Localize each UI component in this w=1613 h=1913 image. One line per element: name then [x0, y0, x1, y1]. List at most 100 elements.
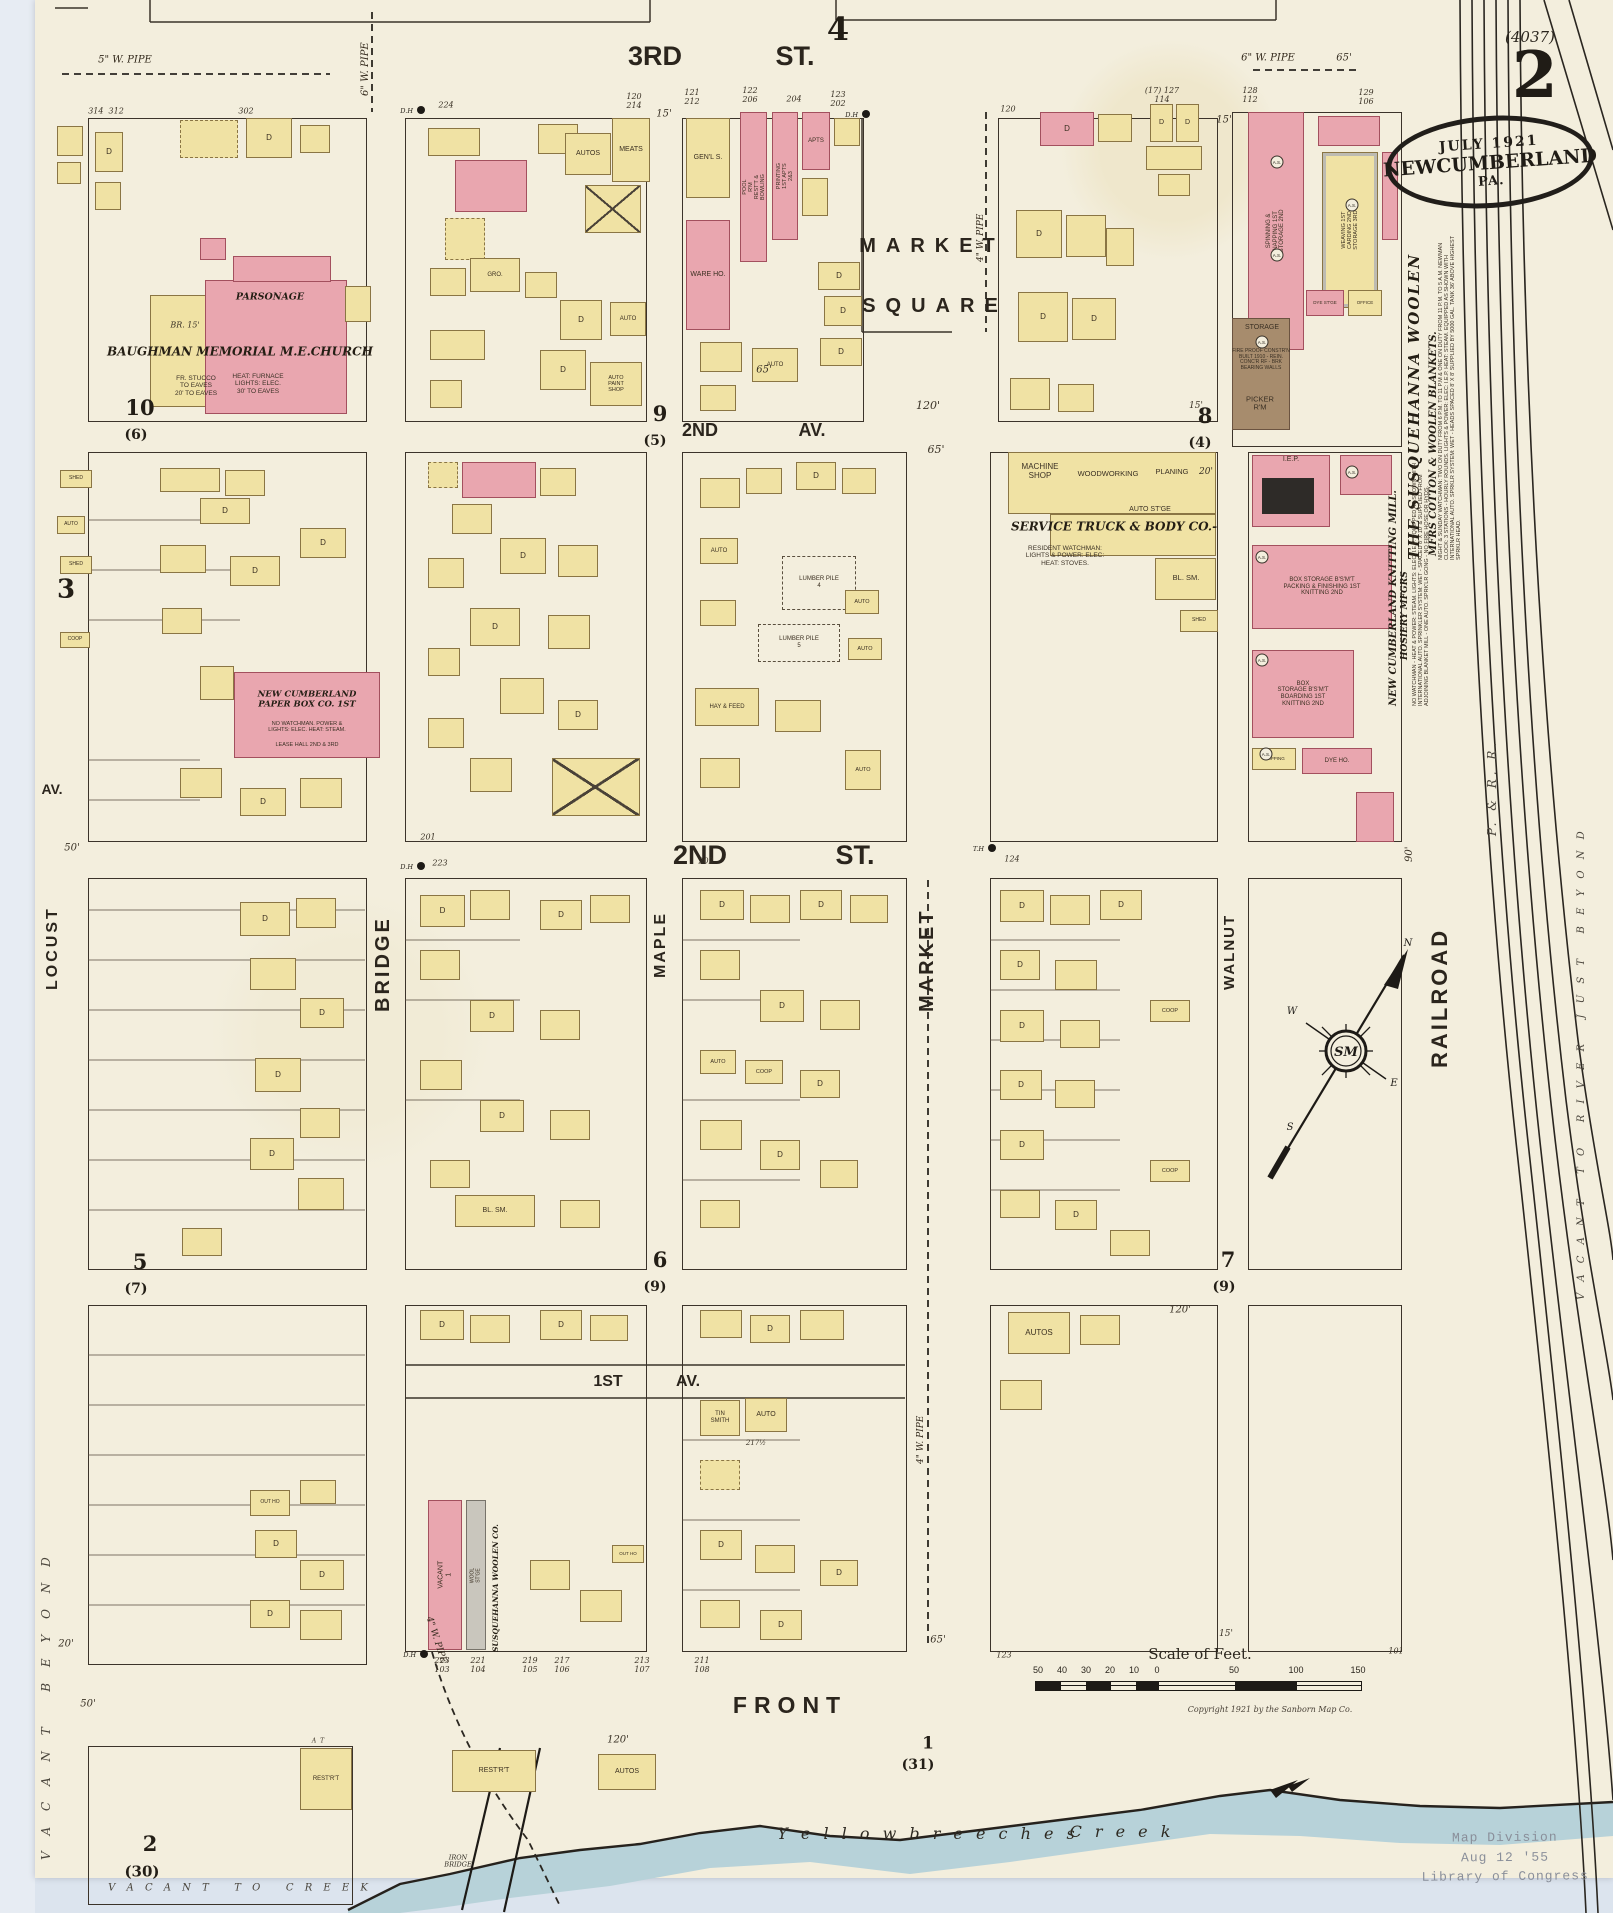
scale-tick-label: 10 — [1128, 1665, 1140, 1675]
building-d: D — [760, 1140, 800, 1170]
building — [558, 545, 598, 577]
building — [445, 218, 485, 260]
building — [420, 950, 460, 980]
building — [428, 648, 460, 676]
building — [1232, 318, 1290, 430]
building-d: D — [540, 900, 582, 930]
railroad-track — [1495, 0, 1613, 1561]
building-d: D — [558, 700, 598, 730]
building — [470, 758, 512, 792]
building — [590, 1315, 628, 1341]
building-d: D — [824, 296, 862, 326]
building — [300, 1610, 342, 1640]
building — [430, 330, 485, 360]
building — [585, 185, 641, 233]
building-label: D — [836, 270, 842, 280]
building-label: WEAVING 1ST CARDING 2ND STORAGE 3RD — [1340, 210, 1360, 250]
building-d: D — [700, 1530, 742, 1560]
building-d: D — [820, 1560, 858, 1586]
note-label: AUTO ST'GE — [1129, 506, 1171, 514]
building-label: D — [1064, 123, 1070, 133]
building-label: D — [262, 913, 268, 923]
building-label: BOX STORAGE B'S'M'T BOARDING 1ST KNITTIN… — [1277, 680, 1329, 707]
city-block-outline — [88, 1305, 367, 1665]
building-label: REST'R'T — [478, 1767, 510, 1775]
building-label: DYE HO. — [1324, 757, 1350, 764]
building-d: D — [300, 528, 346, 558]
address-label: 211 108 — [694, 1656, 710, 1674]
address-label: 217½ — [745, 1439, 767, 1448]
building-label: D — [106, 146, 112, 156]
building-d: D — [300, 998, 344, 1028]
creek-flow-arrow — [1288, 1778, 1310, 1792]
building-d: D — [230, 556, 280, 586]
building-d: D — [700, 890, 744, 920]
building-d: D — [240, 788, 286, 816]
building — [430, 1160, 470, 1188]
building-d: D — [750, 1315, 790, 1343]
city-block-outline — [990, 878, 1218, 1270]
building — [700, 342, 742, 372]
title-oval: JULY 1921 NEWCUMBERLAND PA. — [1382, 108, 1598, 216]
building-label: OUT HO — [260, 1499, 280, 1506]
building-shed: SHED — [60, 470, 92, 488]
building-label: D — [489, 1010, 495, 1020]
building-label: D — [269, 1148, 275, 1158]
building-label: D — [1019, 1020, 1025, 1030]
city-block-outline — [88, 878, 367, 1270]
note-label: RESIDENT WATCHMAN: LIGHTS & POWER: ELEC:… — [1025, 545, 1105, 567]
scale-bar-segment — [1159, 1682, 1235, 1690]
building-printing-1st-apts-2-3: PRINTING 1ST APTS 2&3 — [772, 112, 798, 240]
building-label: BOX STORAGE B'S'M'T PACKING & FINISHING … — [1283, 577, 1361, 597]
building-label: GEN'L S. — [693, 154, 723, 162]
building — [700, 478, 740, 508]
building — [300, 125, 330, 153]
railroad-track — [1568, 0, 1613, 151]
building — [180, 120, 238, 158]
building-label: AUTOS — [1025, 1327, 1053, 1337]
scale-bar-segment — [1061, 1682, 1086, 1690]
measurement-label: 15' — [1216, 114, 1232, 126]
building-label: AUTO — [854, 598, 870, 605]
hydrant-dot — [988, 844, 996, 852]
building-d: D — [420, 895, 465, 927]
stamp-line: Aug 12 '55 — [1460, 1849, 1550, 1865]
building-d: D — [1055, 1200, 1097, 1230]
address-label: 223 — [432, 858, 448, 868]
block-number: 6 — [652, 1247, 668, 1273]
building-wool-st-ge: WOOL ST'GE — [466, 1500, 486, 1650]
building-label: D — [560, 364, 566, 374]
block-number: (9) — [1212, 1279, 1236, 1296]
building — [540, 468, 576, 496]
building-d: D — [250, 1600, 290, 1628]
city-block-outline — [1232, 112, 1402, 447]
building — [300, 778, 342, 808]
building — [700, 1600, 740, 1628]
building-d: D — [246, 118, 292, 158]
building — [300, 1108, 340, 1138]
scale-tick-label: 100 — [1288, 1665, 1304, 1675]
building-auto-paint-shop: AUTO PAINT SHOP — [590, 362, 642, 406]
address-label: 217 106 — [554, 1656, 570, 1674]
street-label: FRONT — [732, 1692, 848, 1719]
building-label: SHED — [69, 475, 83, 482]
building — [1106, 228, 1134, 266]
building-out-ho: OUT HO — [250, 1490, 290, 1516]
building — [1110, 1230, 1150, 1256]
building-label: D — [492, 621, 498, 631]
library-stamp: Map Division Aug 12 '55 Library of Congr… — [1420, 1827, 1591, 1887]
address-label: 128 112 — [1242, 86, 1258, 104]
building — [1055, 1080, 1095, 1108]
building — [428, 558, 464, 588]
building-d: D — [820, 338, 862, 366]
building-label: OFFICE — [1356, 299, 1374, 305]
building-label: VACANT 1 — [437, 1561, 452, 1589]
building-label: D — [838, 346, 844, 356]
note-label: FIRE PROOF CONSTR'N BUILT 1910 - REIN. C… — [1232, 347, 1290, 371]
building — [1000, 1380, 1042, 1410]
building — [428, 462, 458, 488]
address-label: 120 214 — [626, 92, 642, 110]
city-block-outline — [405, 878, 647, 1270]
building — [1262, 478, 1314, 514]
